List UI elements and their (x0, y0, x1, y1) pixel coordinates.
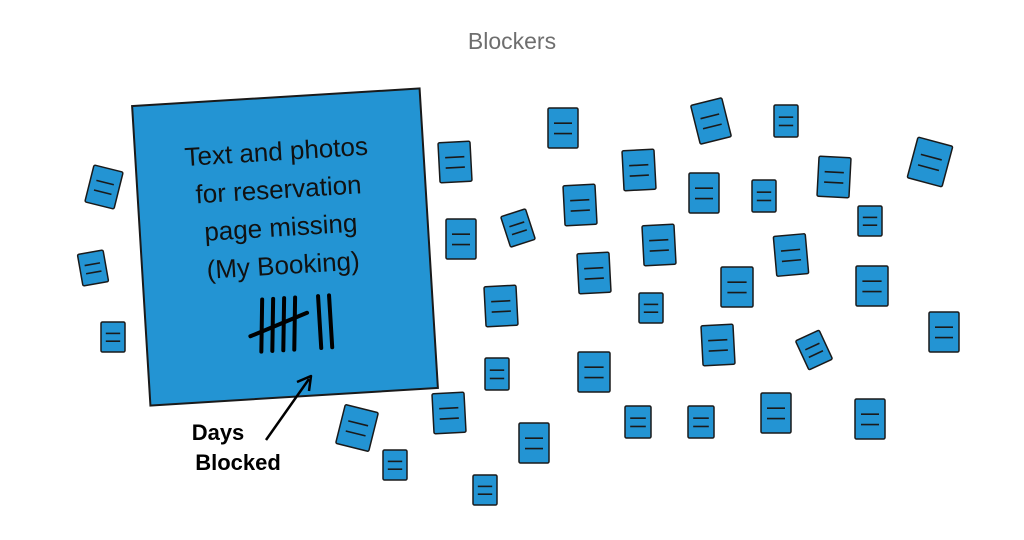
small-blocker-note[interactable] (854, 398, 886, 440)
small-blocker-note[interactable] (437, 140, 473, 184)
small-blocker-note[interactable] (720, 266, 754, 308)
small-blocker-note[interactable] (518, 422, 550, 464)
small-blocker-note[interactable] (483, 284, 519, 328)
small-blocker-note[interactable] (576, 251, 612, 295)
small-blocker-note[interactable] (445, 218, 477, 260)
small-blocker-note[interactable] (751, 179, 777, 213)
small-blocker-note[interactable] (500, 208, 536, 248)
small-blocker-note[interactable] (638, 292, 664, 324)
small-blocker-note[interactable] (906, 136, 954, 188)
small-blocker-note[interactable] (84, 164, 124, 210)
small-blocker-note[interactable] (100, 321, 126, 353)
small-blocker-note[interactable] (472, 474, 498, 506)
tally-mark (259, 297, 265, 354)
days-blocked-arrow (264, 374, 313, 441)
main-blocker-note-body (131, 87, 439, 407)
small-blocker-note[interactable] (76, 249, 110, 287)
small-blocker-note[interactable] (795, 329, 833, 371)
small-blocker-note[interactable] (690, 97, 732, 145)
small-blocker-note[interactable] (928, 311, 960, 353)
tally-mark (292, 295, 298, 352)
diagram-title: Blockers (467, 28, 557, 54)
days-blocked-label-line-1: Days (192, 420, 245, 445)
small-blocker-note[interactable] (484, 357, 510, 391)
small-blocker-note[interactable] (857, 205, 883, 237)
small-blocker-note[interactable] (547, 107, 579, 149)
small-blocker-note[interactable] (641, 223, 677, 267)
small-blocker-note[interactable] (624, 405, 652, 439)
small-blocker-note[interactable] (688, 172, 720, 214)
small-blocker-note[interactable] (335, 404, 379, 452)
small-blocker-note[interactable] (621, 148, 657, 192)
small-notes-group (76, 97, 960, 506)
days-blocked-label-line-2: Blocked (195, 450, 281, 475)
tally-mark (327, 293, 335, 350)
main-blocker-note[interactable]: Text and photos for reservation page mis… (131, 87, 439, 407)
tally-mark (316, 294, 324, 350)
small-blocker-note[interactable] (577, 351, 611, 393)
small-blocker-note[interactable] (700, 323, 736, 367)
small-blocker-note[interactable] (687, 405, 715, 439)
small-blocker-note[interactable] (382, 449, 408, 481)
small-blocker-note[interactable] (562, 183, 598, 227)
small-blocker-note[interactable] (760, 392, 792, 434)
small-blocker-note[interactable] (773, 104, 799, 138)
small-blocker-note[interactable] (431, 391, 467, 435)
small-blocker-note[interactable] (855, 265, 889, 307)
small-blocker-note[interactable] (772, 233, 810, 277)
tally-strike-mark (248, 310, 310, 339)
small-blocker-note[interactable] (816, 155, 852, 199)
days-blocked-tally-marks (248, 293, 335, 354)
